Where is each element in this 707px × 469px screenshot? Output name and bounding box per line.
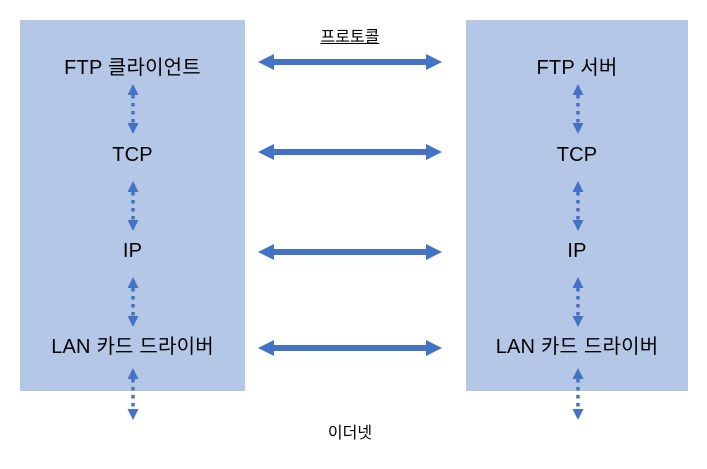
left-layer-ip: IP (122, 240, 143, 262)
horizontal-arrow-lan (258, 335, 442, 361)
left-vertical-arrow-lan-ethernet (122, 368, 144, 420)
horizontal-arrow-tcp (258, 139, 442, 165)
right-layer-tcp: TCP (556, 144, 598, 166)
horizontal-arrow-application (258, 49, 442, 75)
left-vertical-arrow-tcp-ip (122, 181, 144, 231)
right-layer-ftp-server: FTP 서버 (536, 57, 618, 79)
right-vertical-arrow-lan-ethernet (567, 368, 589, 420)
ethernet-label: 이더넷 (327, 425, 373, 442)
right-layer-lan-card-driver: LAN 카드 드라이버 (495, 336, 659, 358)
left-vertical-arrow-ftp-tcp (122, 84, 144, 134)
left-layer-ftp-client: FTP 클라이언트 (64, 57, 201, 79)
left-host-box (20, 20, 245, 391)
horizontal-arrow-ip (258, 239, 442, 265)
right-vertical-arrow-tcp-ip (567, 181, 589, 231)
right-vertical-arrow-ftp-tcp (567, 84, 589, 134)
right-vertical-arrow-ip-lan (567, 277, 589, 327)
protocol-label: 프로토콜 (320, 29, 380, 46)
right-layer-ip: IP (567, 240, 587, 262)
left-layer-tcp: TCP (112, 144, 153, 166)
left-vertical-arrow-ip-lan (122, 277, 144, 327)
right-host-box (466, 20, 688, 391)
left-layer-lan-card-driver: LAN 카드 드라이버 (51, 336, 214, 358)
